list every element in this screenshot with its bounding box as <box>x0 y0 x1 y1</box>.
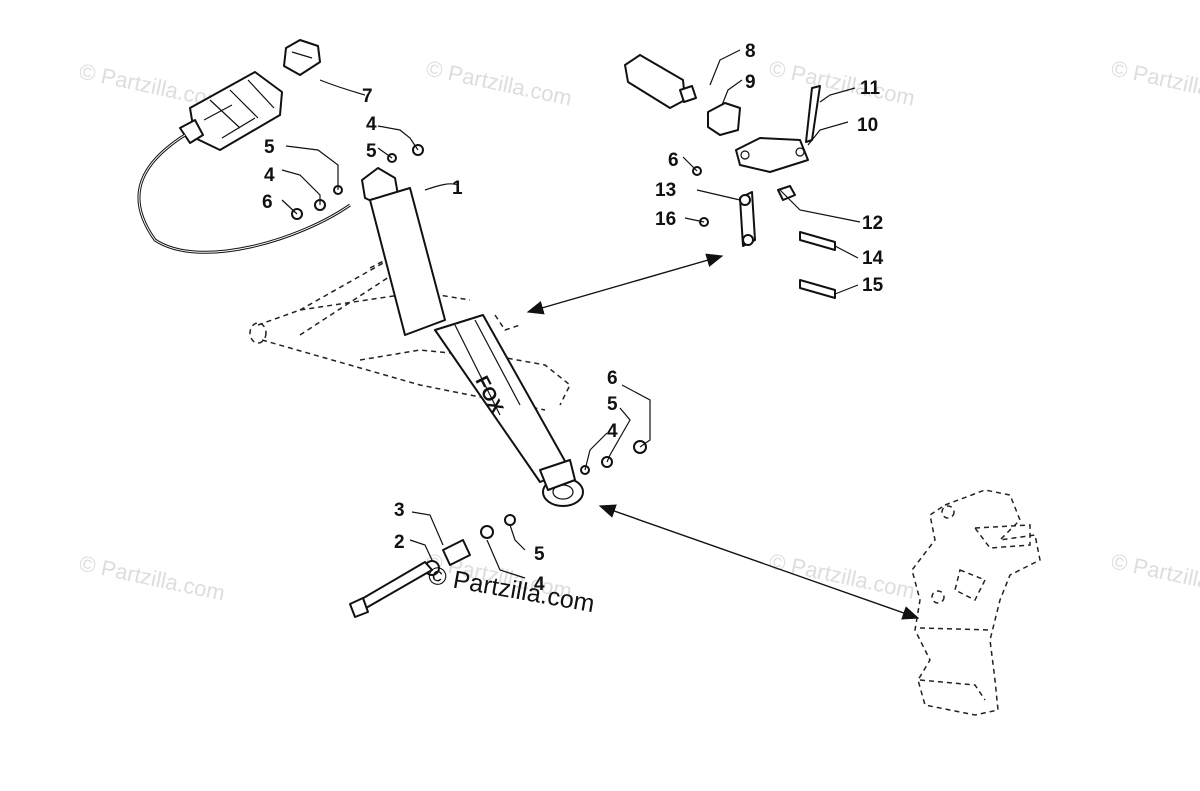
callout-label: 14 <box>862 248 884 269</box>
callout-label: 2 <box>394 532 405 553</box>
callout-label: 4 <box>366 114 377 135</box>
callout-label: 5 <box>607 394 618 415</box>
callout-label: 7 <box>362 86 373 107</box>
callout-label: 5 <box>264 137 275 158</box>
callout-label: 15 <box>862 275 884 296</box>
callout-label: 3 <box>394 500 405 521</box>
shock-absorber: FOX <box>361 167 584 507</box>
leader-lines <box>281 49 861 579</box>
callout-label: 6 <box>607 368 618 389</box>
callout-label: 13 <box>655 180 676 201</box>
callout-label: 5 <box>534 544 545 565</box>
callout-label: 10 <box>857 115 878 136</box>
callout-label: 4 <box>607 421 618 442</box>
watermark: © Partzilla.com <box>424 55 574 110</box>
callout-label: 5 <box>366 141 377 162</box>
callout-labels: 1 2 3 4 4 4 4 5 5 5 5 6 6 6 6 7 8 9 10 1… <box>262 41 884 595</box>
callout-label: 6 <box>262 192 273 213</box>
callout-label: 11 <box>860 78 881 99</box>
spindle-phantom <box>911 489 1041 716</box>
callout-label: 4 <box>264 165 275 186</box>
callout-label: 6 <box>668 150 679 171</box>
callout-label: 9 <box>745 72 756 93</box>
reference-arrows <box>526 253 920 620</box>
watermark: © Partzilla.com <box>77 550 227 605</box>
callout-label: 16 <box>655 209 676 230</box>
watermark: © Partzilla.com <box>767 55 917 110</box>
watermark-group: © Partzilla.com © Partzilla.com © Partzi… <box>77 55 1200 605</box>
watermark: © Partzilla.com <box>1109 55 1200 110</box>
linkage-assembly <box>624 54 836 299</box>
watermark: © Partzilla.com <box>1109 548 1200 603</box>
callout-label: 4 <box>534 574 545 595</box>
reservoir-assembly <box>137 39 351 254</box>
callout-label: 1 <box>452 178 463 199</box>
callout-label: 8 <box>745 41 756 62</box>
callout-label: 12 <box>862 213 883 234</box>
watermark: © Partzilla.com <box>767 548 917 603</box>
